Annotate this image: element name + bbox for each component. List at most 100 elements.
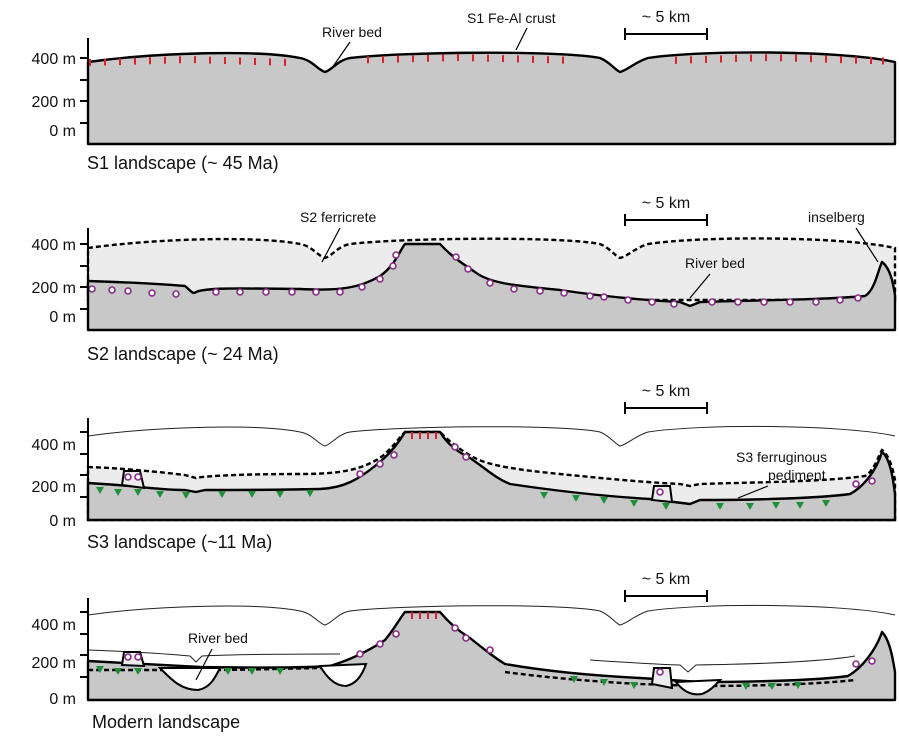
ferricrete-nodule (392, 630, 400, 638)
ferricrete-nodule (464, 265, 472, 273)
pediment-marker (276, 491, 284, 498)
ferricrete-nodule (536, 287, 544, 295)
s3-panel-title: S3 landscape (~11 Ma) (87, 532, 272, 552)
s3-tick-400: 400 m (32, 437, 76, 454)
pediment-marker (716, 503, 724, 510)
pediment-marker (248, 491, 256, 498)
ferricrete-nodule (124, 287, 132, 295)
modern-y-axis: 400 m 200 m 0 m (32, 598, 89, 708)
ferricrete-nodule (124, 653, 132, 661)
ferricrete-nodule (656, 668, 664, 676)
s3-y-axis: 400 m 200 m 0 m (32, 418, 89, 530)
ferricrete-nodule (134, 473, 142, 481)
pediment-marker (96, 487, 104, 494)
pediment-marker (796, 502, 804, 509)
ferricrete-nodule (172, 290, 180, 298)
pediment-marker (600, 497, 608, 504)
pediment-marker (540, 492, 548, 499)
pediment-marker (134, 668, 142, 675)
ferricrete-nodule (510, 285, 518, 293)
modern-valley-mid (318, 662, 368, 688)
ferricrete-nodule (392, 251, 400, 259)
panel-s2: 400 m 200 m 0 m ~ 5 km S2 ferricrete ins… (32, 195, 897, 364)
s3-crust-ticks (411, 432, 437, 439)
ferricrete-nodule (336, 288, 344, 296)
modern-panel-title: Modern landscape (92, 712, 240, 732)
ferricrete-nodule (670, 300, 678, 308)
pediment-marker (306, 490, 314, 497)
ferricrete-nodule (624, 296, 632, 304)
ferricrete-nodule (560, 289, 568, 297)
ferricrete-nodule (734, 298, 742, 306)
pediment-marker (570, 676, 578, 683)
ferricrete-nodule (836, 296, 844, 304)
pediment-marker (114, 489, 122, 496)
s1-river-bed-label: River bed (322, 24, 382, 40)
ferricrete-nodule (88, 285, 96, 293)
s2-removed-s1-surface (86, 237, 897, 302)
ferricrete-nodule (462, 453, 470, 461)
panel-s1: 400 m 200 m 0 m ~ 5 km River bed S1 Fe-A… (32, 9, 897, 173)
panel-modern: 400 m 200 m 0 m ~ 5 km River bed Modern … (32, 571, 897, 732)
ferricrete-nodule (600, 293, 608, 301)
ferricrete-nodule (462, 634, 470, 642)
ferricrete-nodule (868, 657, 876, 665)
ferricrete-nodule (262, 288, 270, 296)
s2-tick-200: 200 m (32, 280, 76, 297)
ferricrete-nodule (376, 275, 384, 283)
ferricrete-nodule (356, 650, 364, 658)
s1-ground (86, 51, 897, 146)
s2-y-axis: 400 m 200 m 0 m (32, 228, 89, 330)
s1-tick-400: 400 m (32, 51, 76, 68)
pediment-marker (248, 668, 256, 675)
modern-valley-left (157, 667, 222, 692)
s1-crust-leader (515, 27, 528, 51)
ferricrete-nodule (212, 288, 220, 296)
modern-river-bed-leader (195, 648, 213, 681)
pediment-marker (746, 503, 754, 510)
s3-scale-label: ~ 5 km (642, 383, 690, 400)
ferricrete-nodule (236, 288, 244, 296)
s3-ferricrete-markers (124, 443, 876, 496)
ferricrete-nodule (486, 646, 494, 654)
pediment-marker (662, 503, 670, 510)
ferricrete-nodule (358, 283, 366, 291)
s2-river-bed-label: River bed (685, 255, 745, 271)
s2-scale-bar: ~ 5 km (624, 195, 708, 226)
pediment-marker (276, 668, 284, 675)
pediment-marker (134, 489, 142, 496)
panel-s3: 400 m 200 m 0 m ~ 5 km S3 ferruginous pe… (32, 383, 897, 552)
ferricrete-nodule (760, 298, 768, 306)
s3-tick-200: 200 m (32, 479, 76, 496)
s2-ferricrete-markers (88, 251, 862, 308)
pediment-marker (224, 668, 232, 675)
s1-crust-label: S1 Fe-Al crust (467, 10, 556, 26)
ferricrete-nodule (124, 473, 132, 481)
pediment-marker (794, 682, 802, 689)
s2-tick-400: 400 m (32, 237, 76, 254)
s3-pediment-leader (737, 485, 769, 499)
s3-scale-bar: ~ 5 km (624, 383, 708, 414)
modern-scale-bar: ~ 5 km (624, 571, 708, 602)
ferricrete-nodule (376, 460, 384, 468)
modern-tick-0: 0 m (49, 691, 76, 708)
modern-ferricrete-markers (124, 624, 876, 676)
s1-tick-0: 0 m (49, 123, 76, 140)
s1-y-axis: 400 m 200 m 0 m (32, 38, 89, 144)
ferricrete-nodule (452, 253, 460, 261)
modern-crust-ticks (411, 612, 437, 619)
s2-river-bed-leader (689, 273, 711, 299)
pediment-marker (114, 668, 122, 675)
ferricrete-nodule (852, 480, 860, 488)
ferricrete-nodule (108, 286, 116, 294)
modern-ghost-s1-surface (87, 604, 896, 626)
s3-pediment-markers (96, 487, 830, 510)
ferricrete-nodule (451, 443, 459, 451)
pediment-marker (182, 492, 190, 499)
ferricrete-nodule (812, 298, 820, 306)
s2-ground (86, 242, 897, 332)
s3-ground (86, 430, 897, 522)
pediment-marker (630, 500, 638, 507)
ferricrete-nodule (708, 298, 716, 306)
